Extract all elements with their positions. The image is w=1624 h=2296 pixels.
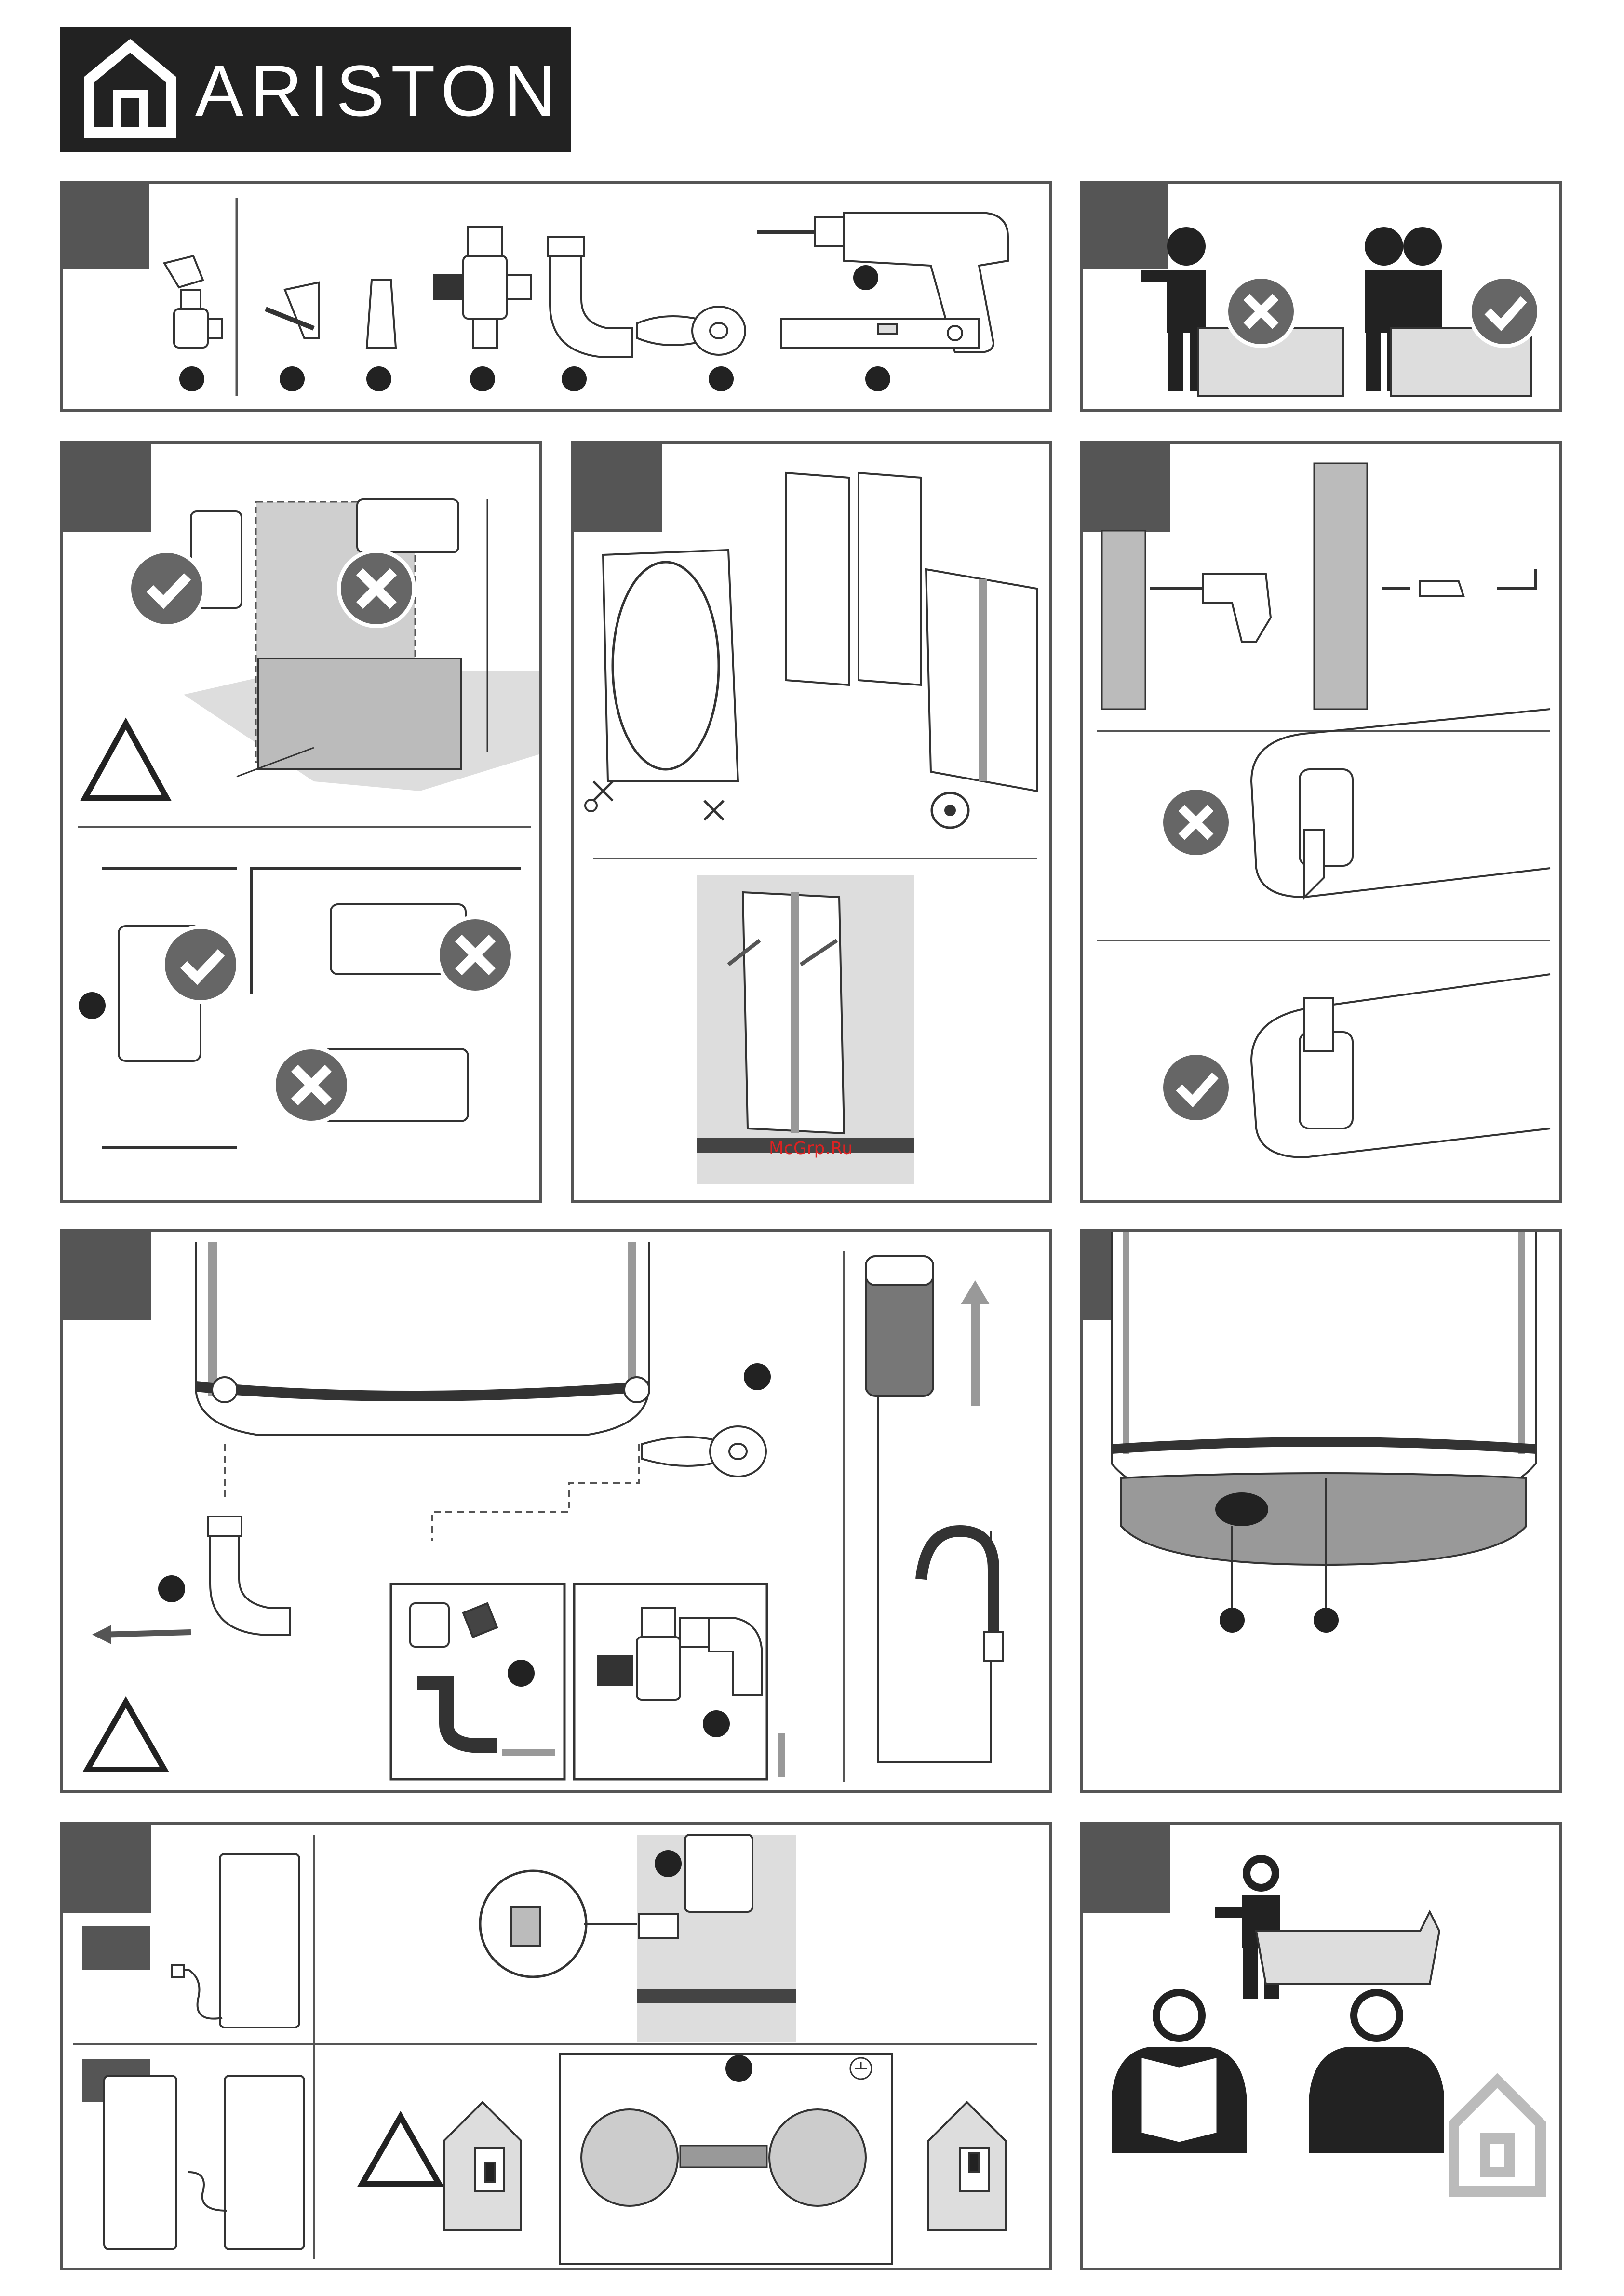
- warning-triangle-icon: [87, 1702, 164, 1770]
- elbow-pipe-icon: [548, 237, 632, 357]
- two-person-lift-drawing: [1083, 184, 1562, 412]
- watermark-text[interactable]: McGrp.Ru: [769, 1139, 853, 1158]
- earth-icon: [850, 2058, 872, 2079]
- ptfe-tape-icon: [637, 307, 745, 355]
- bathroom-zones-drawing: [63, 444, 542, 1203]
- safety-valve-icon: [164, 256, 222, 348]
- panel-kit-contents: [60, 181, 1052, 412]
- plug-icon: [172, 1965, 222, 2019]
- panel-water-connection: [60, 1229, 1052, 1793]
- warning-triangle-icon: [85, 724, 167, 798]
- panel-wall-drilling: [1080, 441, 1562, 1203]
- panel-two-person-lift: [1080, 181, 1562, 412]
- cross-badge-icon: [438, 917, 513, 993]
- panel-bottom-cover: [1080, 1229, 1562, 1793]
- panel-bathroom-zones: [60, 441, 542, 1203]
- check-badge-icon: [1470, 277, 1539, 346]
- panel-template-mounting: [571, 441, 1052, 1203]
- after-sales-drawing: [1083, 1825, 1562, 2270]
- confused-person-icon: [1141, 227, 1206, 391]
- warning-triangle-icon: [362, 2117, 439, 2184]
- house-icon: [1454, 2081, 1541, 2191]
- template-mounting-drawing: [574, 444, 1052, 1203]
- check-badge-icon: [163, 927, 238, 1002]
- wall-drilling-drawing: [1083, 444, 1562, 1203]
- service-person-icon: [1309, 1989, 1444, 2153]
- drill-icon: [1150, 574, 1271, 642]
- brand-logo: ARISTON: [60, 27, 571, 152]
- wall-plug-icon: [367, 280, 396, 348]
- mixer-valve-icon: [434, 227, 531, 348]
- kit-contents-drawing: [63, 184, 1052, 412]
- scissors-icon: [704, 801, 724, 820]
- ptfe-tape-icon: [642, 1426, 766, 1477]
- cross-badge-icon: [274, 1047, 349, 1123]
- cross-badge-icon: [1161, 788, 1231, 857]
- check-badge-icon: [129, 551, 204, 626]
- check-badge-icon: [1161, 1053, 1231, 1122]
- panel-after-sales: [1080, 1822, 1562, 2270]
- brand-name: ARISTON: [195, 54, 563, 127]
- socket-icon: [511, 1907, 540, 1946]
- faucet-icon: [921, 1531, 1003, 1661]
- electrical-connection-drawing: [63, 1825, 1052, 2270]
- cross-badge-icon: [1226, 277, 1296, 346]
- panel-electrical-connection: [60, 1822, 1052, 2270]
- manual-reader-icon: [1112, 1989, 1247, 2153]
- house-switch-icon: [444, 2102, 521, 2230]
- wall-plug-icon: [1382, 569, 1536, 596]
- bottom-cover-drawing: [1083, 1232, 1562, 1793]
- spirit-level-icon: [781, 319, 979, 348]
- elbow-pipe-icon: [208, 1517, 290, 1635]
- house-switch-icon: [928, 2102, 1006, 2230]
- water-connection-drawing: [63, 1232, 1052, 1793]
- hook-screw-icon: [266, 282, 319, 338]
- tape-icon: [932, 793, 968, 828]
- scissors-icon: [585, 781, 613, 811]
- cross-badge-icon: [339, 551, 414, 626]
